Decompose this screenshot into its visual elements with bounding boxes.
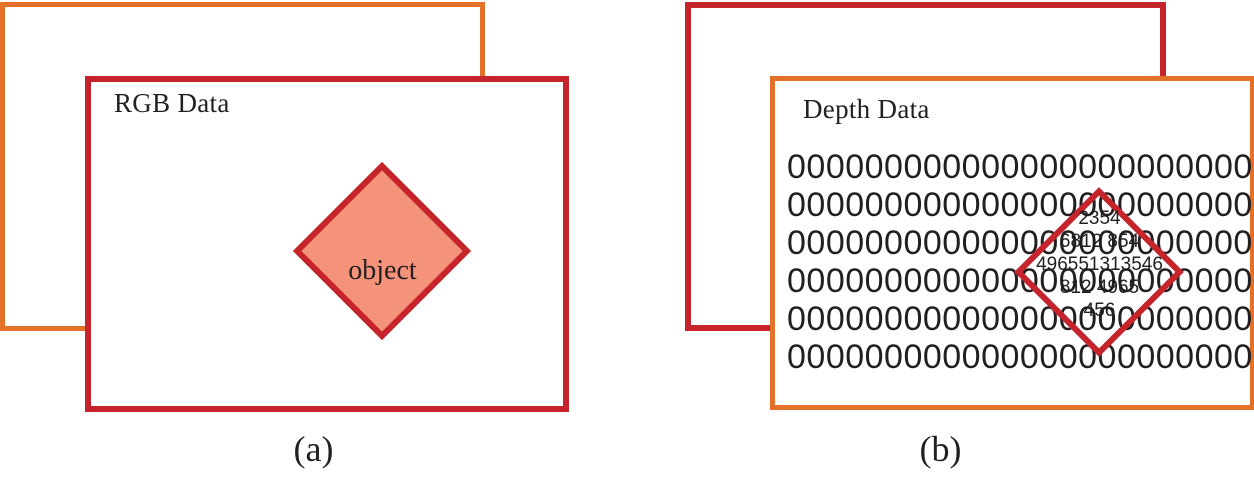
depth-value-row: 6812 854 [1059, 231, 1140, 252]
depth-object-values: 2354 6812 854 496551313546 812 4965 456 [1022, 207, 1177, 322]
depth-value-row: 456 [1083, 300, 1116, 321]
depth-value-row: 2354 [1078, 208, 1121, 229]
depth-value-row: 812 4965 [1059, 277, 1140, 298]
depth-data-title: Depth Data [803, 94, 930, 124]
rgb-data-title: RGB Data [114, 88, 230, 118]
panel-a-caption: (a) [293, 429, 334, 469]
object-diamond-label: object [348, 255, 417, 286]
panel-b-caption: (b) [919, 429, 962, 469]
panel-a: RGB Data object (a) [0, 2, 569, 469]
depth-front-frame [770, 76, 1254, 410]
depth-value-row: 496551313546 [1036, 254, 1163, 275]
